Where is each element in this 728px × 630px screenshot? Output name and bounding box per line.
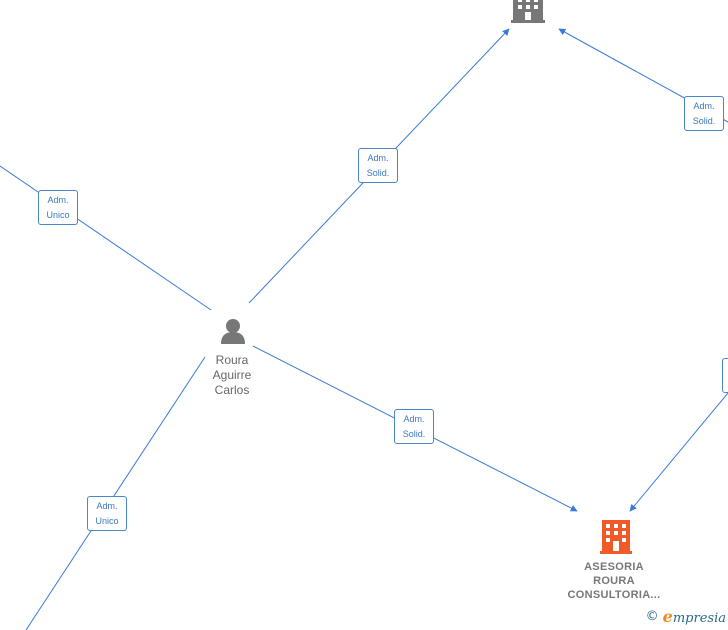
brand-text: mpresia [672, 611, 726, 626]
edge-label-to-top-company[interactable]: Adm. Solid. [358, 148, 398, 183]
person-icon[interactable] [221, 319, 245, 344]
copyright-icon: © [645, 609, 659, 624]
edge-label-from-left-bottom[interactable]: Adm. Unico [87, 496, 127, 531]
edge-line-from-left-top[interactable] [0, 165, 212, 311]
edge-label-from-left-top[interactable]: Adm. Unico [38, 190, 78, 225]
building-icon[interactable] [600, 520, 632, 554]
edge-role-line: Solid. [402, 428, 426, 439]
brand-logo: empresia [663, 607, 726, 626]
company-name-line: ROURA [593, 575, 635, 587]
brand-watermark: © empresia [646, 607, 726, 626]
edge-label-top-right[interactable]: Adm. Solid. [684, 96, 724, 131]
company-name-line: CONSULTORIA... [567, 589, 661, 601]
building-icon[interactable] [511, 0, 545, 23]
person-name-line: Carlos [214, 383, 250, 397]
person-name-label[interactable]: Roura Aguirre Carlos [196, 353, 268, 398]
edge-role-line: Adm. [47, 194, 69, 205]
edge-label-to-main-company[interactable]: Adm. Solid. [394, 409, 434, 444]
edge-role-line: Solid. [366, 167, 390, 178]
edge-role-line: Unico [46, 209, 70, 220]
edge-role-line: Adm. [96, 500, 118, 511]
edge-role-line: Adm. [367, 152, 389, 163]
edge-line-right-to-main-company[interactable] [629, 392, 728, 512]
brand-initial: e [662, 607, 673, 626]
edge-role-line: Adm. [693, 100, 715, 111]
edge-line-from-left-bottom[interactable] [25, 356, 206, 630]
person-name-line: Aguirre [212, 368, 252, 382]
edge-label-right-partial[interactable] [722, 358, 728, 393]
company-name-label[interactable]: ASESORIA ROURA CONSULTORIA... [559, 560, 669, 602]
edge-role-line: Unico [95, 515, 119, 526]
edge-role-line: Adm. [403, 413, 425, 424]
edge-role-line: Solid. [692, 115, 716, 126]
person-name-line: Roura [215, 353, 249, 367]
company-name-line: ASESORIA [584, 561, 644, 573]
